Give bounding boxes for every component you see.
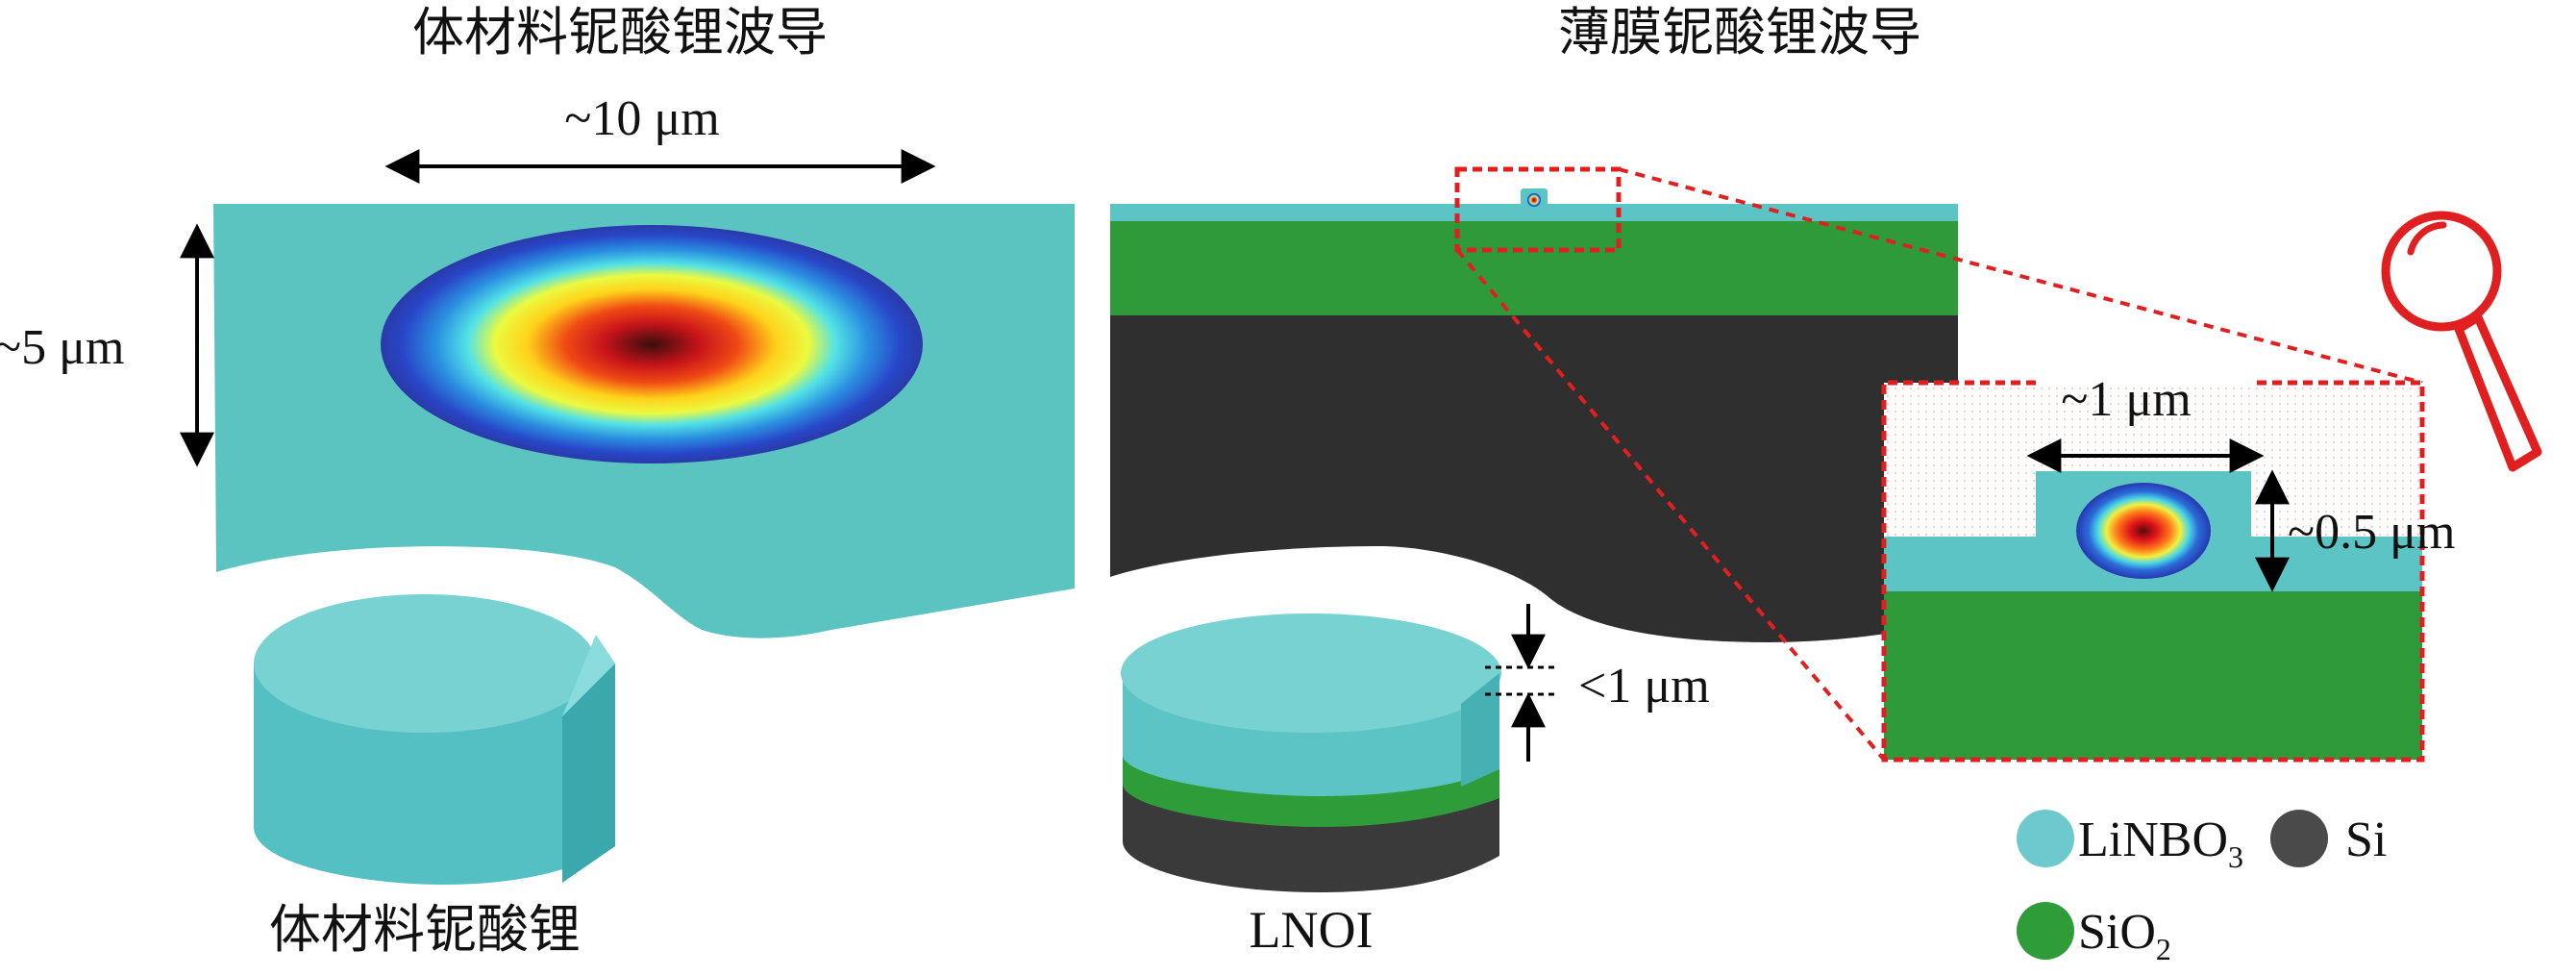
lnoi-cross-section	[1110, 188, 1958, 642]
zoom-source-box	[1454, 166, 1622, 253]
bulk-waveguide-title: 体材料铌酸锂波导	[412, 2, 828, 63]
legend-item-linbo3: LiNBO3	[2017, 810, 2243, 874]
linbo3-label-text: LiNBO	[2078, 813, 2228, 867]
bulk-width-label: ~10 μm	[564, 91, 719, 146]
linbo3-label-sub: 3	[2228, 839, 2243, 874]
sio2-label-sub: 2	[2156, 932, 2171, 966]
bulk-wafer-caption: 体材料铌酸锂	[269, 899, 581, 960]
lnoi-wafer-caption: LNOI	[1250, 901, 1374, 959]
sio2-label-text: SiO	[2078, 905, 2156, 960]
si-swatch	[2270, 810, 2328, 867]
ridge-width-label: ~1 μm	[2061, 372, 2191, 427]
film-thickness-indicator	[1485, 604, 1557, 762]
sio2-swatch	[2017, 902, 2074, 960]
zoom-line-bottom	[1455, 248, 1886, 762]
bulk-wafer-disk	[254, 594, 615, 885]
linbo3-swatch	[2017, 810, 2074, 867]
magnifier-icon	[2381, 211, 2542, 472]
legend-item-sio2: SiO2	[2017, 902, 2171, 966]
si-label: Si	[2345, 813, 2387, 867]
thin-film-waveguide-title: 薄膜铌酸锂波导	[1558, 2, 1921, 63]
legend-item-si: Si	[2270, 810, 2387, 867]
sio2-label: SiO2	[2078, 905, 2171, 966]
zoom-line-top	[1618, 167, 2423, 385]
lnoi-wafer-disk	[1121, 613, 1501, 892]
bulk-height-label: ~5 μm	[0, 320, 124, 375]
zoomed-ridge-panel	[1884, 383, 2422, 760]
film-thickness-label: <1 μm	[1578, 659, 1710, 713]
linbo3-label: LiNBO3	[2078, 813, 2243, 874]
material-legend: LiNBO3 Si SiO2	[2017, 810, 2387, 966]
ridge-height-label: ~0.5 μm	[2288, 505, 2455, 560]
bulk-optical-mode	[381, 225, 923, 463]
zoom-target-outline	[1881, 380, 2425, 763]
